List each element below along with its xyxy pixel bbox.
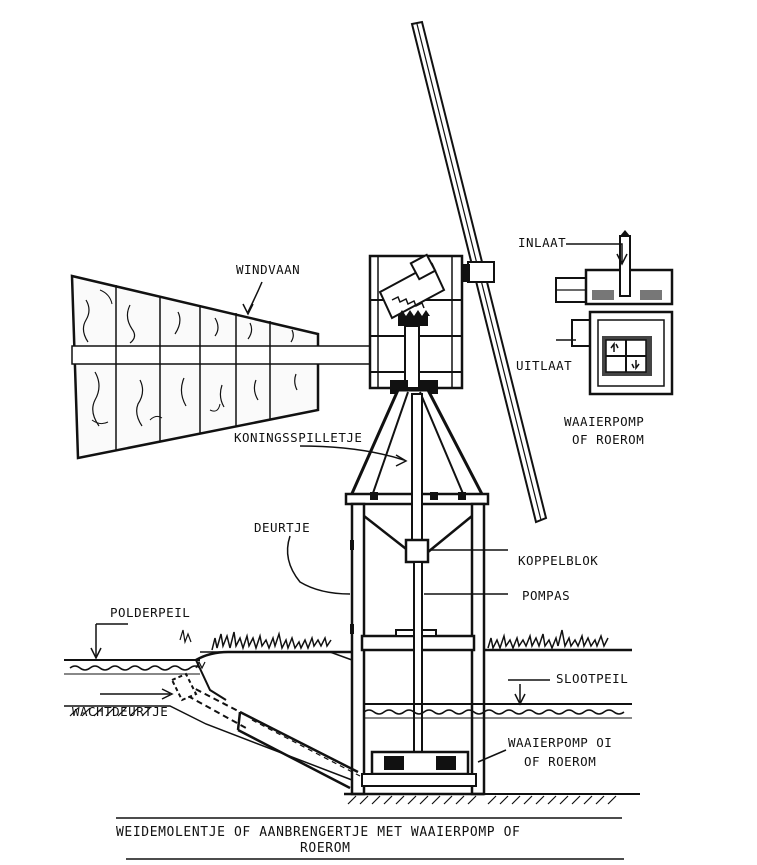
wind-vane xyxy=(70,274,373,460)
caption: WEIDEMOLENTJE OF AANBRENGERTJE MET WAAIE… xyxy=(116,817,624,860)
label-waaierpomp-inset-1: WAAIERPOMP xyxy=(564,414,644,429)
label-koppelblok: KOPPELBLOK xyxy=(518,553,598,568)
label-pompas: POMPAS xyxy=(522,588,570,603)
label-inlaat: INLAAT xyxy=(518,235,566,250)
mill-tower xyxy=(344,388,490,796)
label-waaierpomp-inset-2: OF ROEROM xyxy=(572,432,644,447)
ground-and-water xyxy=(64,629,640,805)
label-waaierpomp-bottom-2: OF ROEROM xyxy=(524,754,596,769)
label-windvaan: WINDVAAN xyxy=(236,262,300,277)
label-slootpeil: SLOOTPEIL xyxy=(556,671,628,686)
caption-line-1: WEIDEMOLENTJE OF AANBRENGERTJE MET WAAIE… xyxy=(116,825,520,840)
caption-line-2: ROEROM xyxy=(300,841,351,856)
label-koningsspilletje: KONINGSSPILLETJE xyxy=(234,430,362,445)
leader-lines xyxy=(90,243,628,763)
mill-head xyxy=(368,253,464,394)
label-uitlaat: UITLAAT xyxy=(516,358,572,373)
pump-inset xyxy=(555,230,674,396)
rotor-blade xyxy=(410,20,548,524)
label-waaierpomp-bottom-1: WAAIERPOMP OI xyxy=(508,735,612,750)
label-deurtje: DEURTJE xyxy=(254,520,310,535)
label-wachtdeurtje: WACHTDEURTJE xyxy=(72,704,168,719)
label-polderpeil: POLDERPEIL xyxy=(110,605,190,620)
